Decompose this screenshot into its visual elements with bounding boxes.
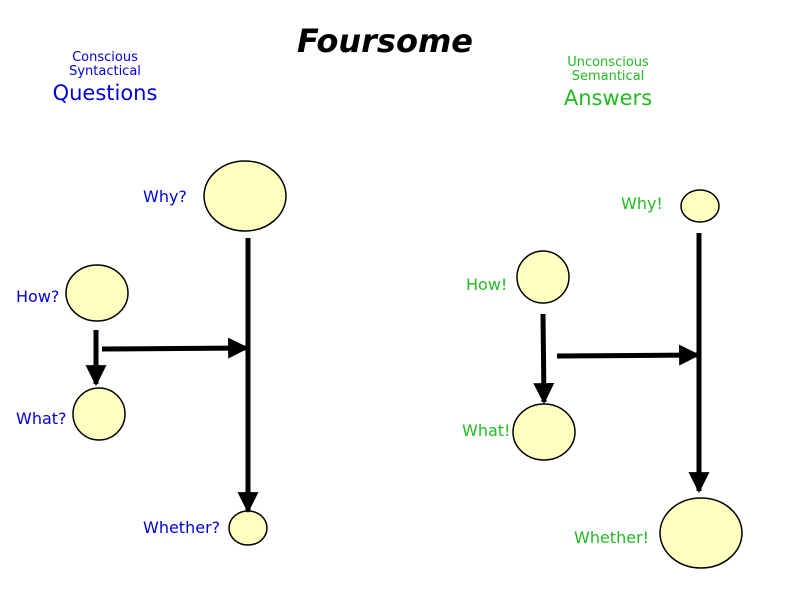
diagram-title: Foursome (297, 22, 473, 60)
node-what-question (72, 387, 126, 441)
label-what-question: What? (16, 409, 67, 428)
answers-line2: Semantical (571, 68, 645, 84)
label-what-answer: What! (462, 421, 511, 440)
node-how-question (65, 264, 129, 322)
arrow-to-axis-answer (556, 344, 701, 366)
node-why-answer (680, 189, 720, 223)
questions-line1: Conscious (72, 50, 138, 65)
node-why-question (203, 160, 287, 232)
answers-line1: Unconscious (567, 55, 649, 70)
arrow-how-to-what-answer (533, 313, 555, 405)
questions-header: Conscious Syntactical Questions (30, 51, 180, 104)
label-how-question: How? (16, 287, 60, 306)
answers-header: Unconscious Semantical Answers (533, 56, 683, 109)
questions-line2: Syntactical (69, 63, 141, 79)
node-whether-answer (659, 497, 743, 569)
answers-heading: Answers (563, 86, 653, 111)
label-why-question: Why? (143, 187, 187, 206)
label-whether-answer: Whether! (574, 528, 650, 547)
arrow-to-axis-question (101, 337, 250, 359)
label-how-answer: How! (466, 275, 508, 294)
label-why-answer: Why! (621, 194, 663, 213)
node-how-answer (516, 250, 570, 304)
node-what-answer (512, 403, 576, 461)
label-whether-question: Whether? (143, 518, 221, 537)
node-whether-question (228, 510, 268, 546)
questions-heading: Questions (52, 81, 158, 106)
